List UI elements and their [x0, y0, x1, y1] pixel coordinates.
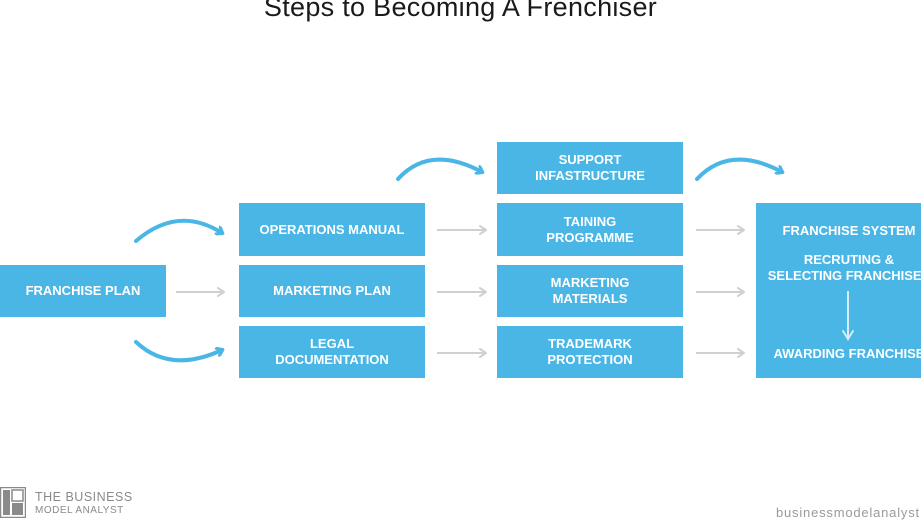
legal-documentation-box: LEGAL DOCUMENTATION [239, 326, 425, 378]
logo-line-1: THE BUSINESS [35, 490, 133, 504]
operations-manual-box: OPERATIONS MANUAL [239, 203, 425, 256]
franchise-plan-box: FRANCHISE PLAN [0, 265, 166, 317]
curved-arrow-to-operations-manual [134, 218, 222, 243]
page-title: Steps to Becoming A Frenchiser [263, 0, 658, 22]
marketing-plan-box: MARKETING PLAN [239, 265, 425, 317]
down-arrow-icon [842, 291, 854, 341]
website-url: businessmodelanalyst.c [776, 505, 921, 520]
awarding-franchise-step: AWARDING FRANCHISE [773, 346, 921, 361]
logo-line-2: MODEL ANALYST [35, 505, 124, 516]
marketing-materials-box: MARKETING MATERIALS [497, 265, 683, 317]
curved-arrow-to-franchise-system [695, 157, 782, 181]
support-infrastructure-box: SUPPORT INFASTRUCTURE [497, 142, 683, 194]
franchise-system-box: FRANCHISE SYSTEM RECRUTING & SELECTING F… [756, 203, 921, 378]
recruiting-selecting-step: RECRUTING & SELECTING FRANCHISEE [767, 252, 921, 283]
curved-arrow-to-legal-documentation [134, 340, 222, 363]
curved-arrow-to-support-infrastructure [396, 157, 482, 181]
business-model-analyst-logo [0, 487, 26, 518]
logo-wordmark: THE BUSINESS MODEL ANALYST [35, 490, 133, 518]
trademark-protection-box: TRADEMARK PROTECTION [497, 326, 683, 378]
training-programme-box: TAINING PROGRAMME [497, 203, 683, 256]
franchise-system-heading: FRANCHISE SYSTEM [782, 223, 916, 238]
